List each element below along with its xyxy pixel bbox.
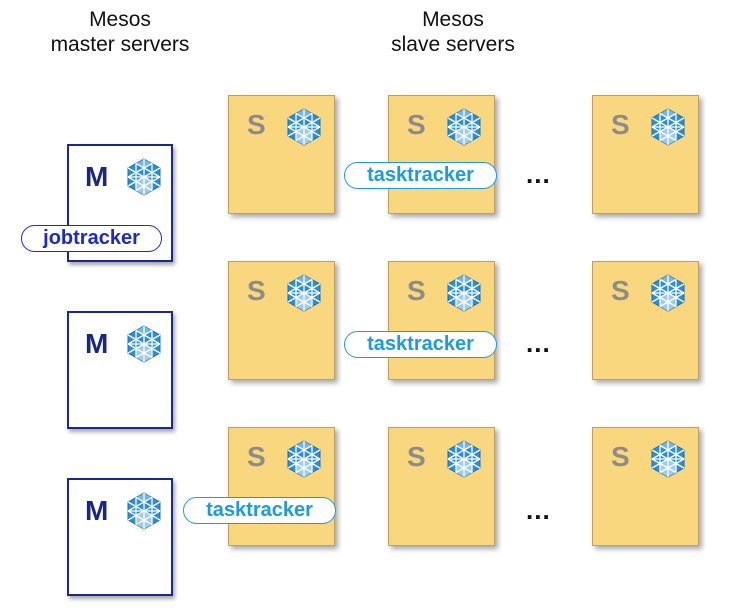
master-label: M xyxy=(85,328,109,359)
mesos-logo-icon xyxy=(287,274,321,312)
slave-label: S xyxy=(247,441,266,472)
mesos-logo-icon xyxy=(127,492,161,530)
mesos-logo-icon xyxy=(447,440,481,478)
master-label: M xyxy=(85,495,109,526)
slave-server-r1-c3: S xyxy=(592,95,699,214)
slave-heading-line-2: slave servers xyxy=(391,33,515,56)
slave-server-r2-c2: S xyxy=(388,261,495,380)
ellipsis-row-2: ... xyxy=(526,328,551,358)
mesos-logo-icon xyxy=(127,325,161,363)
mesos-logo-icon xyxy=(651,108,685,146)
master-server-3: M xyxy=(67,478,173,596)
slave-label: S xyxy=(407,109,426,140)
slave-servers-heading: Mesos slave servers xyxy=(383,7,523,57)
master-heading-line-1: Mesos xyxy=(89,8,151,31)
jobtracker-pill: jobtracker xyxy=(21,225,162,252)
mesos-logo-icon xyxy=(651,274,685,312)
slave-label: S xyxy=(407,275,426,306)
slave-label: S xyxy=(247,275,266,306)
slave-server-r3-c2: S xyxy=(388,427,495,546)
mesos-logo-icon xyxy=(447,274,481,312)
master-heading-line-2: master servers xyxy=(50,33,190,56)
tasktracker-pill-row-3: tasktracker xyxy=(183,497,336,524)
mesos-logo-icon xyxy=(127,158,161,196)
master-label: M xyxy=(85,161,109,192)
mesos-logo-icon xyxy=(287,108,321,146)
slave-label: S xyxy=(611,109,630,140)
slave-server-r3-c1: S xyxy=(228,427,335,546)
slave-server-r2-c3: S xyxy=(592,261,699,380)
slave-server-r1-c1: S xyxy=(228,95,335,214)
mesos-logo-icon xyxy=(447,108,481,146)
slave-label: S xyxy=(611,441,630,472)
slave-heading-line-1: Mesos xyxy=(422,8,484,31)
ellipsis-row-3: ... xyxy=(526,495,551,525)
slave-server-r2-c1: S xyxy=(228,261,335,380)
slave-label: S xyxy=(611,275,630,306)
slave-server-r3-c3: S xyxy=(592,427,699,546)
tasktracker-pill-row-2: tasktracker xyxy=(344,331,497,358)
tasktracker-pill-row-1: tasktracker xyxy=(344,162,497,189)
ellipsis-row-1: ... xyxy=(526,159,551,189)
master-servers-heading: Mesos master servers xyxy=(43,7,197,57)
slave-label: S xyxy=(247,109,266,140)
mesos-logo-icon xyxy=(287,440,321,478)
mesos-logo-icon xyxy=(651,440,685,478)
slave-server-r1-c2: S xyxy=(388,95,495,214)
slave-label: S xyxy=(407,441,426,472)
master-server-2: M xyxy=(67,311,173,429)
